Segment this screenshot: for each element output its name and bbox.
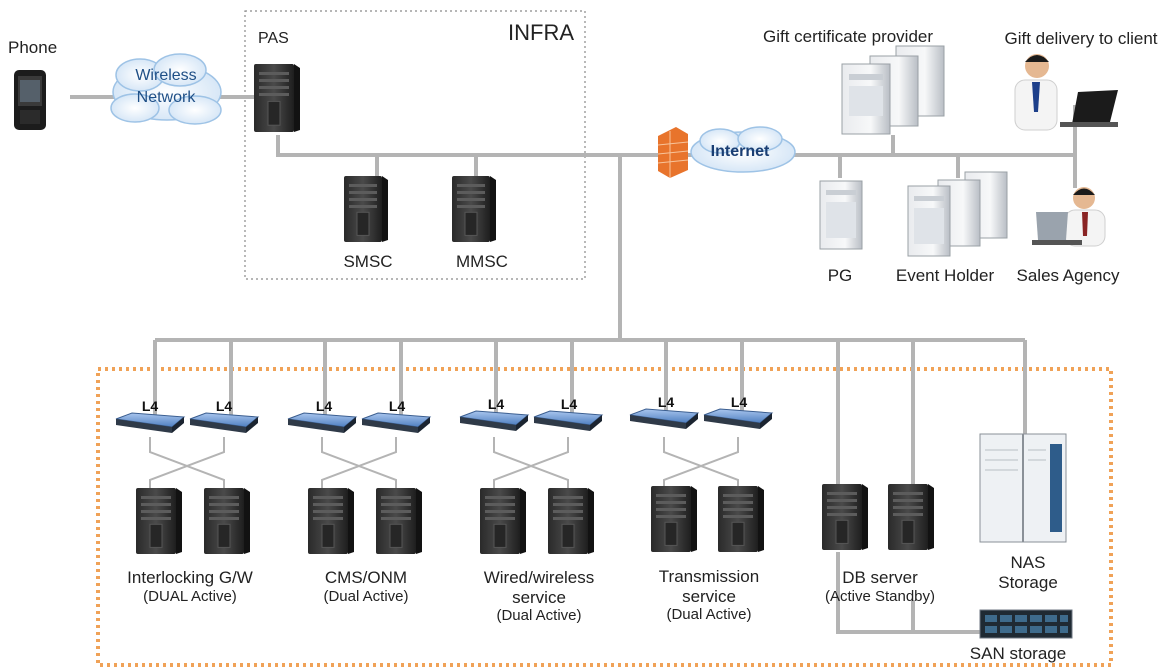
event-holder-label: Event Holder: [895, 266, 995, 285]
gift-provider-servers-icon: [841, 45, 945, 135]
group-name-line2: service: [682, 586, 736, 606]
tower-server-icon: [888, 484, 934, 550]
infra-label: INFRA: [508, 20, 574, 45]
connection-lines: [70, 95, 1077, 634]
nas-storage-icon: [979, 433, 1067, 543]
group-name-line1: Wired/wireless: [483, 568, 595, 587]
group-interlocking-label: Interlocking G/W (DUAL Active): [127, 568, 253, 605]
group-name: DB server: [842, 568, 918, 587]
group-mode: (Dual Active): [323, 587, 409, 605]
nas-storage-label: NAS Storage: [998, 553, 1058, 592]
mmsc-label: MMSC: [456, 252, 508, 271]
l4-switch-icon: [287, 412, 358, 433]
l4-label: L4: [141, 398, 159, 414]
tower-server-icon: [308, 488, 354, 554]
tower-server-icon: [480, 488, 526, 554]
l4-label: L4: [388, 398, 406, 414]
group-wired-wireless-label: Wired/wireless service (Dual Active): [484, 568, 595, 624]
wireless-network-label: Wireless Network: [135, 65, 196, 108]
service-zone-boundary: [96, 367, 1113, 667]
group-db-server-label: DB server (Active Standby): [825, 568, 935, 605]
sales-agency-label: Sales Agency: [1016, 266, 1120, 285]
smsc-server-icon: [344, 176, 388, 242]
san-storage-label: SAN storage: [969, 644, 1067, 663]
l4-label: L4: [657, 394, 675, 410]
group-name: CMS/ONM: [324, 568, 408, 587]
phone-label: Phone: [8, 38, 58, 57]
tower-server-icon: [548, 488, 594, 554]
tower-server-icon: [718, 486, 764, 552]
group-mode: (DUAL Active): [143, 587, 237, 605]
group-name-line2: service: [512, 587, 566, 607]
smsc-label: SMSC: [343, 252, 393, 271]
internet-cloud-icon: [690, 126, 796, 173]
internet-label: Internet: [710, 143, 770, 160]
event-holder-servers-icon: [907, 171, 1008, 257]
phone-icon: [14, 70, 46, 130]
pas-label: PAS: [258, 30, 289, 47]
nas-label-line2: Storage: [998, 572, 1058, 592]
l4-label: L4: [315, 398, 333, 414]
l4-switch-icon: [459, 410, 530, 431]
tower-server-icon: [136, 488, 182, 554]
pg-label: PG: [827, 266, 853, 285]
l4-label: L4: [487, 396, 505, 412]
firewall-icon: [657, 127, 689, 178]
wireless-network-label-line2: Network: [136, 88, 196, 106]
group-transmission-label: Transmission service (Dual Active): [659, 567, 759, 623]
l4-switch-icon: [115, 412, 186, 433]
gift-provider-label: Gift certificate provider: [762, 27, 934, 46]
mmsc-server-icon: [452, 176, 496, 242]
tower-server-icon: [822, 484, 868, 550]
l4-label: L4: [560, 396, 578, 412]
san-storage-icon: [979, 609, 1073, 639]
group-mode: (Dual Active): [496, 607, 582, 625]
wireless-network-label-line1: Wireless: [135, 67, 197, 84]
pas-server-icon: [254, 64, 300, 132]
wireless-network-cloud-icon: [110, 53, 222, 125]
sales-agency-person-icon: [1032, 187, 1106, 247]
group-name: Interlocking G/W: [127, 568, 253, 587]
infra-boundary: [244, 10, 586, 280]
tower-server-icon: [204, 488, 250, 554]
pg-server-icon: [819, 180, 863, 250]
l4-switch-icon: [703, 408, 774, 429]
l4-label: L4: [215, 398, 233, 414]
l4-switches: [115, 408, 774, 433]
group-name-line1: Transmission: [658, 567, 760, 586]
l4-switch-icon: [189, 412, 260, 433]
l4-switch-icon: [533, 410, 604, 431]
l4-switch-icon: [629, 408, 700, 429]
group-mode: (Dual Active): [666, 606, 752, 624]
gift-delivery-label: Gift delivery to client: [1004, 29, 1158, 48]
l4-switch-icon: [361, 412, 432, 433]
group-cms-onm-label: CMS/ONM (Dual Active): [323, 568, 408, 605]
nas-label-line1: NAS: [1010, 553, 1046, 572]
tower-server-icon: [651, 486, 697, 552]
group-mode: (Active Standby): [824, 587, 936, 605]
gift-delivery-person-icon: [1014, 54, 1118, 131]
tower-server-icon: [376, 488, 422, 554]
l4-label: L4: [730, 394, 748, 410]
dark-servers: [136, 64, 934, 554]
